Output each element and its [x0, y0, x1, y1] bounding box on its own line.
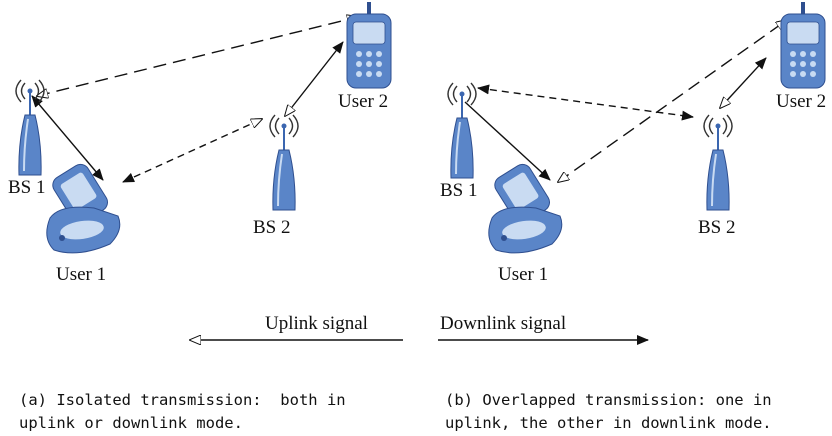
link-user1-user2-b	[558, 20, 787, 182]
base-station-2-a	[269, 114, 299, 211]
user-1-phone-a	[46, 160, 121, 254]
caption-a-line1: (a) Isolated transmission: both in	[19, 391, 346, 409]
user-2-phone-a	[346, 1, 392, 89]
caption-b-line1: (b) Overlapped transmission: one in	[445, 391, 772, 409]
bs2-label-b: BS 2	[698, 217, 736, 238]
link-bs1-user1-b	[464, 101, 551, 181]
link-bs1-user1-a	[31, 95, 104, 181]
uplink-label: Uplink signal	[265, 313, 368, 334]
legend: Uplink signal Downlink signal	[190, 313, 649, 345]
user-2-phone-b	[780, 1, 826, 89]
bs1-label-a: BS 1	[8, 177, 46, 198]
base-station-1-a	[15, 79, 45, 176]
user1-label-a: User 1	[56, 264, 106, 285]
caption-b-line2: uplink, the other in downlink mode.	[445, 414, 772, 432]
link-bs1-bs2-b	[477, 84, 694, 121]
panel-b: BS 1 BS 2 User 2 User 1	[440, 1, 826, 285]
user2-label-a: User 2	[338, 91, 388, 112]
base-station-2-b	[703, 114, 733, 211]
user2-label-b: User 2	[776, 91, 826, 112]
caption-a-line2: uplink or downlink mode.	[19, 414, 243, 432]
user-1-phone-b	[488, 160, 563, 254]
bs1-label-b: BS 1	[440, 180, 478, 201]
base-station-1-b	[447, 82, 477, 179]
link-bs1-user2-a	[37, 17, 358, 96]
link-bs2-user2-b	[720, 58, 766, 108]
captions: (a) Isolated transmission: both in uplin…	[19, 391, 772, 432]
downlink-label: Downlink signal	[440, 313, 566, 334]
panel-a: BS 1 BS 2 User 2 User 1	[8, 1, 392, 285]
bs2-label-a: BS 2	[253, 217, 291, 238]
user1-label-b: User 1	[498, 264, 548, 285]
link-bs2-user2-a	[285, 42, 343, 116]
link-user1-bs2-a	[123, 119, 262, 183]
